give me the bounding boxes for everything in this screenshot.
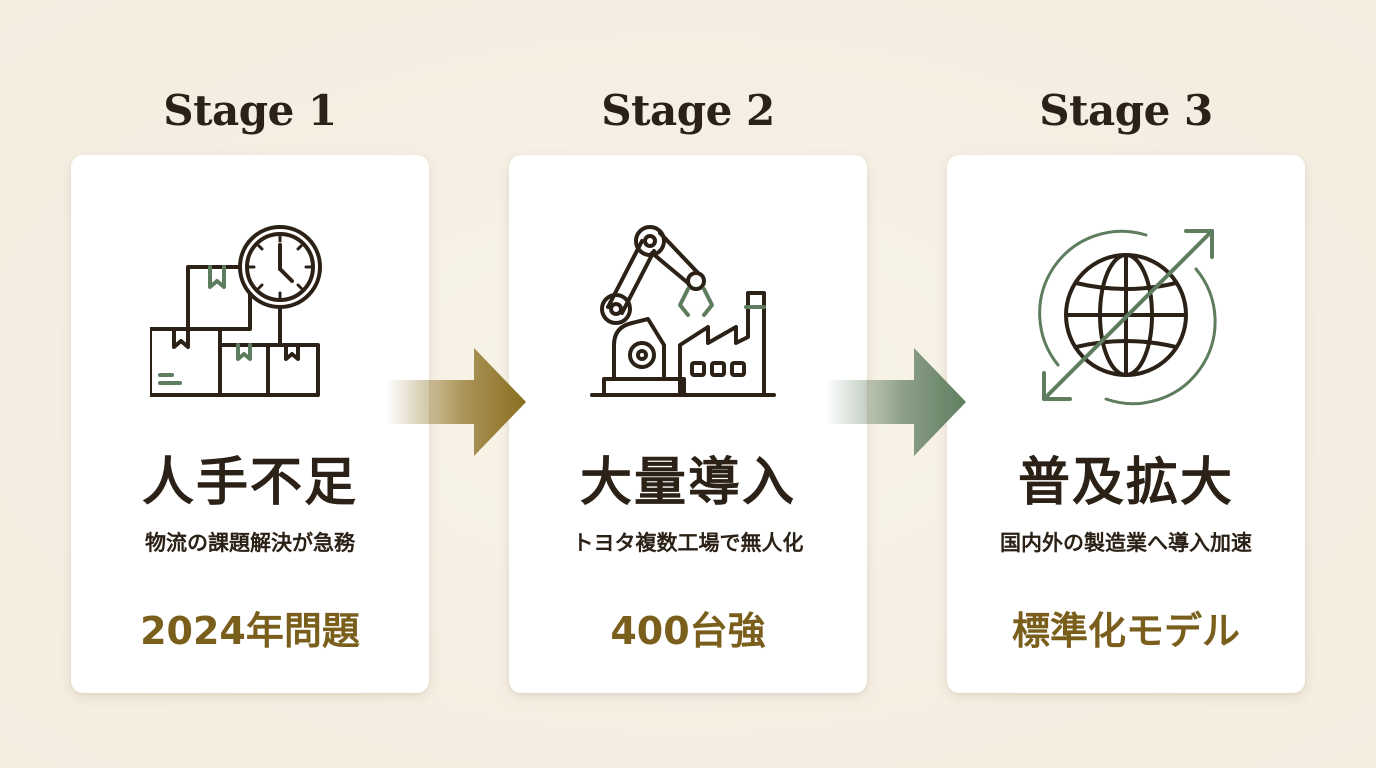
- stage-2-description: トヨタ複数工場で無人化: [572, 531, 804, 555]
- stage-3-heading: 普及拡大: [1017, 452, 1234, 513]
- robot-arm-factory-icon: [590, 225, 776, 397]
- stage-2-title: Stage 2: [601, 86, 775, 135]
- boxes-clock-icon: [150, 225, 322, 397]
- stage-1-value: 2024年問題: [140, 609, 360, 653]
- arrow-1-to-2-icon: [386, 348, 526, 456]
- stage-2-heading: 大量導入: [579, 452, 796, 513]
- stage-3-description: 国内外の製造業へ導入加速: [1000, 531, 1252, 555]
- stage-3-title: Stage 3: [1039, 86, 1213, 135]
- stage-1-heading: 人手不足: [141, 452, 358, 513]
- arrow-2-to-3-icon: [826, 348, 966, 456]
- stage-1-description: 物流の課題解決が急務: [145, 531, 355, 555]
- stage-3-value: 標準化モデル: [1011, 609, 1240, 653]
- stage-1-card: 人手不足 物流の課題解決が急務 2024年問題: [71, 155, 429, 693]
- globe-arrows-icon: [1038, 229, 1217, 406]
- stage-1-title: Stage 1: [163, 86, 337, 135]
- stage-2-value: 400台強: [610, 609, 766, 653]
- stage-2-card: 大量導入 トヨタ複数工場で無人化 400台強: [509, 155, 867, 693]
- stage-3-card: 普及拡大 国内外の製造業へ導入加速 標準化モデル: [947, 155, 1305, 693]
